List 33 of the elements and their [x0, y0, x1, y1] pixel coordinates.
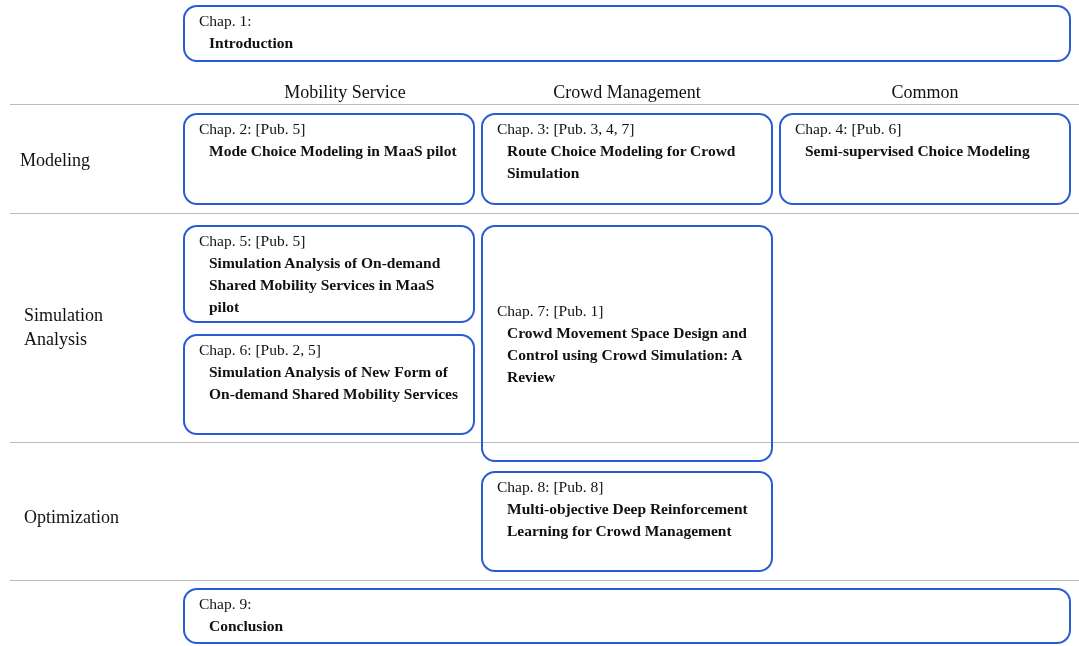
chapter-reference: Chap. 4: [Pub. 6] [795, 119, 903, 139]
chapter-box [183, 334, 475, 435]
chapter-box [183, 5, 1071, 62]
chapter-title: Semi-supervised Choice Modeling [805, 141, 1031, 161]
chapter-box [779, 113, 1071, 205]
chapter-reference: Chap. 9: [199, 594, 253, 614]
chapter-reference: Chap. 5: [Pub. 5] [199, 231, 307, 251]
chapter-reference: Chap. 6: [Pub. 2, 5] [199, 340, 322, 360]
row-label: Simulation Analysis [24, 304, 104, 351]
column-header: Common [890, 81, 960, 104]
chapter-title: Simulation Analysis of New Form of On-demand Shared Mobility Services [209, 362, 459, 404]
chapter-title: Simulation Analysis of On-demand Shared Mobility Services in MaaS pilot [209, 253, 442, 317]
chapter-box [183, 225, 475, 323]
chapter-box [183, 588, 1071, 644]
chapter-reference: Chap. 8: [Pub. 8] [497, 477, 605, 497]
chapter-box [481, 225, 773, 462]
chapter-box [481, 471, 773, 572]
chapter-title: Conclusion [209, 616, 285, 636]
chapter-title: Crowd Movement Space Design and Control using Crowd Simulation: A Review [507, 322, 748, 387]
chapter-title: Introduction [209, 33, 295, 53]
column-header: Crowd Management [552, 81, 702, 104]
row-label: Optimization [24, 506, 120, 529]
column-header: Mobility Service [283, 81, 407, 104]
chapter-title: Route Choice Modeling for Crowd Simulation [507, 141, 737, 183]
chapter-reference: Chap. 1: [199, 11, 253, 31]
chapter-title: Mode Choice Modeling in MaaS pilot [209, 141, 458, 161]
chapter-reference: Chap. 2: [Pub. 5] [199, 119, 307, 139]
chapter-box [481, 113, 773, 205]
chapter-reference: Chap. 3: [Pub. 3, 4, 7] [497, 119, 636, 139]
row-label: Modeling [20, 149, 91, 172]
chapter-title: Multi-objective Deep Reinforcement Learning for Crowd Management [507, 499, 749, 541]
chapter-reference: Chap. 7: [Pub. 1] [497, 300, 605, 321]
chapter-box [183, 113, 475, 205]
